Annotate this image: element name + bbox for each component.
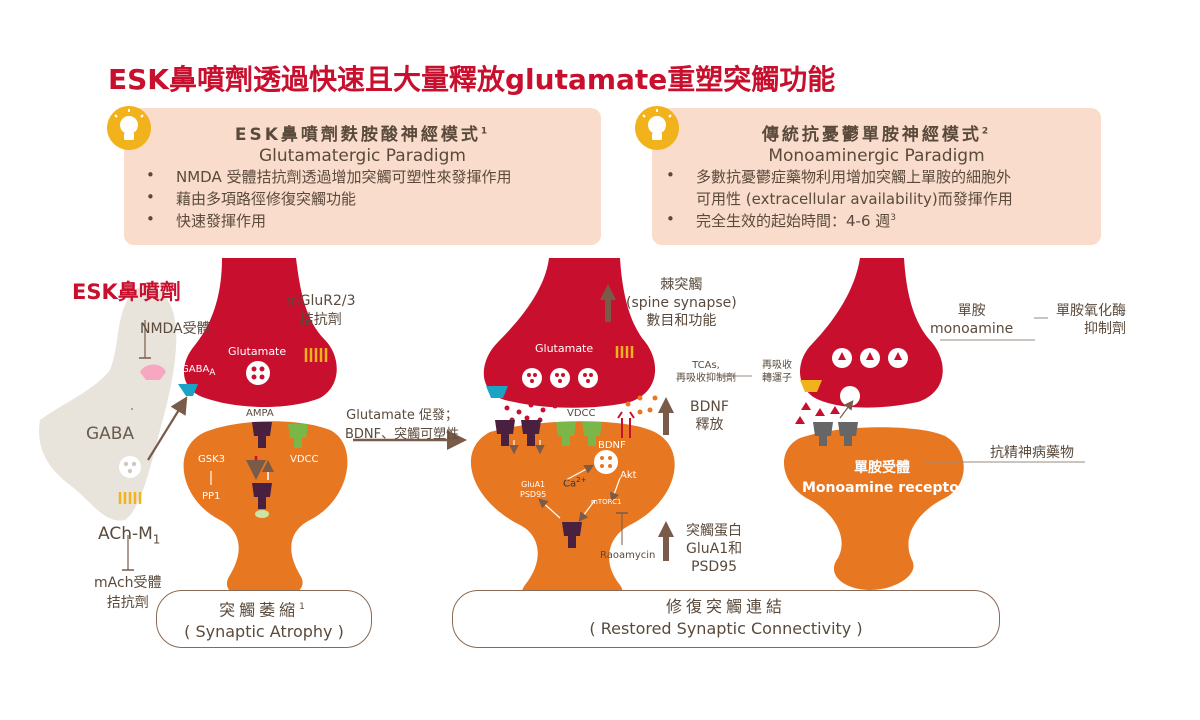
vdcc-label-left: VDCC: [290, 454, 319, 465]
nmda-receptor-label: NMDA受體: [140, 321, 211, 337]
mglur-channel-middle: [615, 346, 634, 358]
lightbulb-icon: [635, 106, 679, 150]
rapamycin-label: Raoamycin: [600, 550, 656, 561]
ampa-label: AMPA: [246, 408, 274, 419]
reuptake-transporter-label: 再吸收轉運子: [762, 360, 792, 384]
lightbulb-icon: [107, 106, 151, 150]
gsk3-label: GSK3: [198, 454, 226, 465]
left-bullet-3: 快速發揮作用: [146, 210, 266, 231]
mach-antagonist-label: mAch受體拮抗劑: [94, 575, 162, 611]
tcas-label: TCAs,再吸收抑制劑: [676, 360, 736, 384]
mtorc1-label: mTORC1: [591, 498, 622, 506]
glutamatergic-subheading: Glutamatergic Paradigm: [259, 146, 466, 166]
monoaminergic-subheading: Monoaminergic Paradigm: [768, 146, 985, 166]
esk-label: ESK鼻噴劑: [72, 280, 181, 304]
glutamate-label-left: Glutamate: [228, 345, 287, 358]
mao-inhibitor-label: 單胺氧化酶抑制劑: [1056, 303, 1126, 337]
pp1-label: PP1: [202, 491, 221, 502]
restored-connectivity-box: 修復突觸連結 ( Restored Synaptic Connectivity …: [452, 590, 1000, 648]
akt-label: Akt: [620, 470, 637, 481]
mglur-channel-left: [304, 348, 328, 362]
page-title: ESK鼻噴劑透過快速且大量釋放glutamate重塑突觸功能: [108, 63, 836, 96]
right-bullet-2: 完全生效的起始時間：4-6 週3: [666, 210, 896, 231]
bdnf-small-label: BDNF: [598, 440, 626, 451]
gaba-label: GABA: [86, 424, 135, 444]
presynaptic-terminal-right: [799, 258, 943, 408]
left-bullet-1: NMDA 受體拮抗劑透過增加突觸可塑性來發揮作用: [146, 166, 512, 187]
vdcc-label-middle: VDCC: [567, 408, 596, 419]
postsynaptic-spine-right: [783, 427, 964, 590]
nmda-receptor: [140, 364, 166, 380]
antipsychotic-label: 抗精神病藥物: [990, 445, 1074, 461]
monoaminergic-heading: 傳統抗憂鬱單胺神經模式2: [761, 125, 992, 145]
right-bullet-1-line-2: 可用性 (extracellular availability)而發揮作用: [696, 190, 1013, 208]
gaba-a-label: GABAA: [181, 364, 216, 378]
glutamate-label-middle: Glutamate: [535, 342, 594, 355]
ach-m1-channel: [118, 492, 142, 504]
postsynaptic-spine-middle: [470, 421, 675, 605]
right-bullet-1-line-1: 多數抗憂鬱症藥物利用增加突觸上單胺的細胞外: [666, 166, 1011, 187]
glutamate-bdnf-arrow-label: Glutamate 促發；BDNF、突觸可塑性: [345, 408, 460, 442]
left-bullet-2: 藉由多項路徑修復突觸功能: [146, 188, 356, 209]
presynaptic-terminal-left: [183, 258, 337, 407]
gaba-a-receptor: [178, 384, 198, 396]
glutamatergic-heading: ESK鼻噴劑麩胺酸神經模式1: [234, 125, 491, 145]
spine-synapse-label: 棘突觸(spine synapse)數目和功能: [626, 277, 737, 329]
ach-m1-label: ACh-M1: [98, 524, 161, 547]
calcium-label: Ca2+: [563, 476, 587, 490]
synaptic-atrophy-box: 突觸萎縮1 ( Synaptic Atrophy ): [156, 590, 372, 648]
gaba-interneuron: [39, 285, 177, 521]
